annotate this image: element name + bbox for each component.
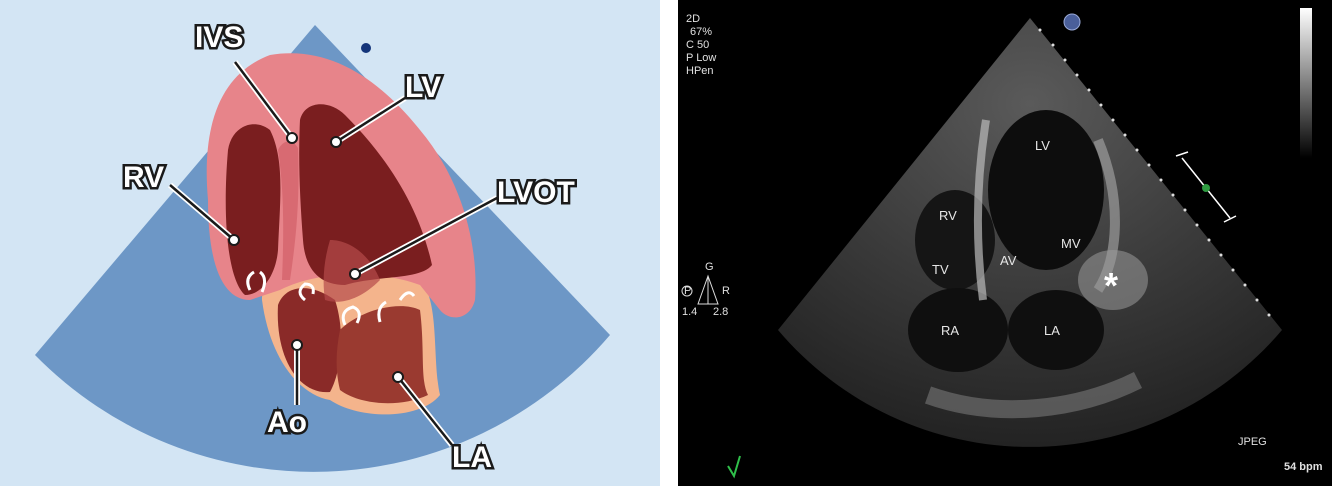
echo-image: 2D 67% C 50 P Low HPen G P R 1.4 2.8 LV … (678, 0, 1332, 486)
heart-diagram-panel: IVS LV RV LVOT Ao LA (0, 0, 660, 486)
echo-label-mv: MV (1061, 236, 1081, 251)
echo-label-ra: RA (941, 323, 959, 338)
echo-asterisk: * (1104, 265, 1118, 306)
probe-icon-right: R (722, 285, 730, 297)
echo-label-rv: RV (939, 208, 957, 223)
probe-icon-left-value: 1.4 (682, 306, 697, 318)
ecg-marker-icon (728, 456, 740, 476)
label-ao: Ao (267, 406, 307, 439)
probe-icon: G P R 1.4 2.8 (682, 261, 730, 318)
orientation-marker (1064, 14, 1080, 30)
right-ventricle-chamber (226, 124, 281, 295)
echo-label-lv: LV (1035, 138, 1050, 153)
echo-label-la: LA (1044, 323, 1060, 338)
echo-panel: 2D 67% C 50 P Low HPen G P R 1.4 2.8 LV … (678, 0, 1332, 486)
label-lv: LV (405, 71, 441, 104)
echo-label-av: AV (1000, 253, 1017, 268)
probe-icon-right-value: 2.8 (713, 306, 728, 318)
orientation-dot (361, 43, 371, 53)
label-ivs: IVS (195, 21, 243, 54)
mode-line-3: C 50 (686, 39, 709, 51)
mode-line-1: 2D (686, 13, 700, 25)
mode-line-2: 67% (690, 26, 712, 38)
echo-label-tv: TV (932, 262, 949, 277)
label-rv: RV (123, 161, 164, 194)
grayscale-bar (1300, 8, 1312, 158)
label-la: LA (452, 441, 492, 474)
heart-rate: 54 bpm (1284, 461, 1323, 473)
echo-lv-cavity (988, 110, 1104, 270)
heart-diagram: IVS LV RV LVOT Ao LA (0, 0, 660, 486)
label-lvot: LVOT (497, 176, 575, 209)
mode-line-4: P Low (686, 52, 716, 64)
mode-line-5: HPen (686, 65, 714, 77)
caliper-midpoint (1202, 184, 1210, 192)
format-label: JPEG (1238, 436, 1267, 448)
probe-icon-left: P (684, 285, 691, 297)
probe-icon-top: G (705, 261, 714, 273)
